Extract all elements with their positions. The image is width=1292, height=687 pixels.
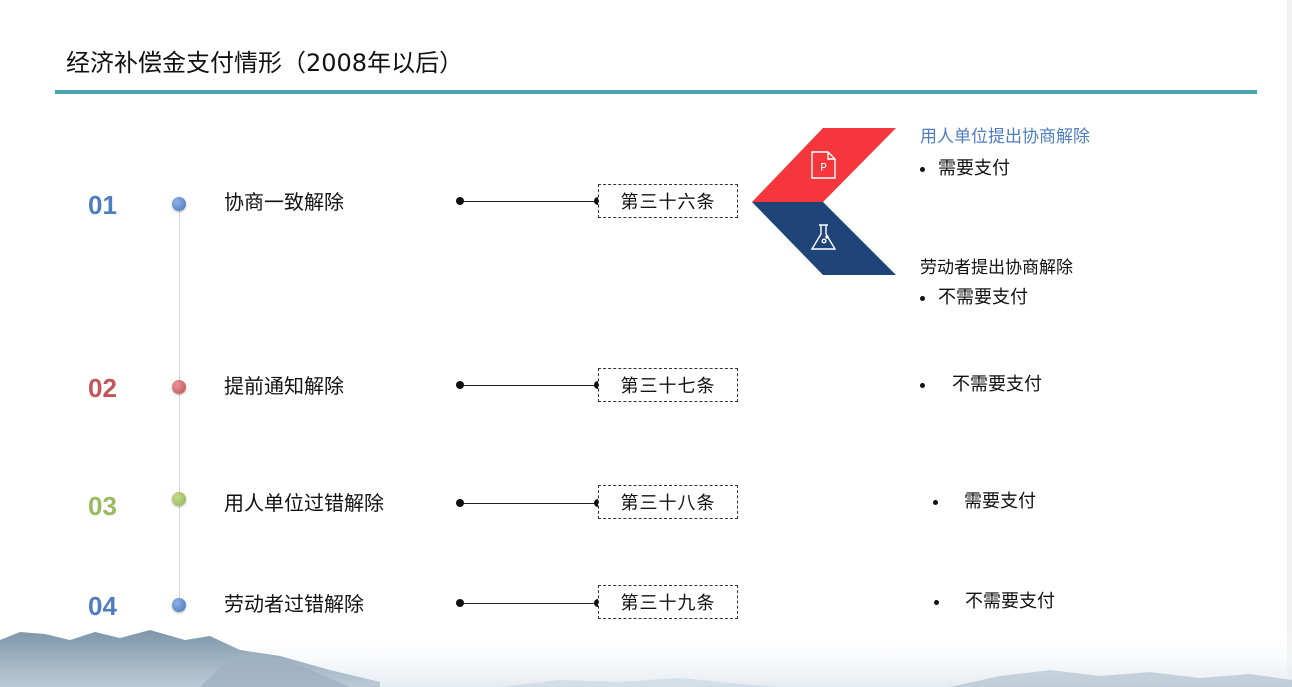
timeline-dot-2: [172, 380, 186, 394]
payment-text: 不需要支付: [952, 374, 1042, 395]
connector-line-1: [460, 201, 598, 202]
bullet-dot: [920, 382, 925, 388]
article-box-3: 第三十八条: [598, 485, 738, 519]
row-number-1: 01: [88, 190, 117, 220]
title-underline: [55, 90, 1257, 94]
document-icon: P: [811, 151, 836, 179]
timeline-dot-1: [172, 197, 186, 211]
bullet-dot: [933, 499, 938, 505]
payment-text: 不需要支付: [938, 287, 1028, 308]
connector-start-dot-2: [456, 381, 464, 389]
article-box-1: 第三十六条: [598, 184, 738, 218]
bullet-dot: [920, 295, 925, 301]
mountain-scenery: [0, 630, 1292, 687]
row-label-2: 提前通知解除: [224, 374, 344, 398]
connector-line-4: [460, 603, 598, 604]
row-number-2: 02: [88, 373, 117, 403]
row-label-3: 用人单位过错解除: [224, 491, 384, 515]
article-box-4: 第三十九条: [598, 585, 738, 619]
row-3-payment: 需要支付: [933, 490, 1036, 514]
bullet-dot: [934, 599, 939, 605]
article-box-2: 第三十七条: [598, 368, 738, 402]
row-number-3: 03: [88, 491, 117, 521]
connector-start-dot-1: [456, 197, 464, 205]
connector-line-2: [460, 385, 598, 386]
flask-icon: [810, 224, 837, 250]
payment-text: 需要支付: [938, 158, 1010, 179]
row-4-payment: 不需要支付: [934, 590, 1055, 614]
employer-negotiation-payment: 需要支付: [920, 157, 1010, 181]
slide-right-edge: [1287, 0, 1292, 687]
employee-negotiation-heading: 劳动者提出协商解除: [920, 258, 1073, 278]
payment-text: 不需要支付: [965, 591, 1055, 612]
timeline-dot-3: [172, 492, 186, 506]
employee-negotiation-payment: 不需要支付: [920, 286, 1028, 310]
connector-start-dot-3: [456, 499, 464, 507]
chevron-employer-segment: [752, 128, 896, 202]
row-label-4: 劳动者过错解除: [224, 592, 364, 616]
bullet-dot: [920, 166, 925, 172]
svg-text:P: P: [820, 161, 827, 174]
connector-line-3: [460, 503, 598, 504]
row-number-4: 04: [88, 591, 117, 621]
page-title: 经济补偿金支付情形（2008年以后）: [66, 49, 464, 77]
row-label-1: 协商一致解除: [224, 190, 344, 214]
connector-start-dot-4: [456, 599, 464, 607]
payment-text: 需要支付: [964, 491, 1036, 512]
negotiation-chevron: P: [752, 128, 896, 275]
chevron-employee-segment: [752, 202, 896, 275]
timeline-line: [178, 205, 180, 605]
employer-negotiation-heading: 用人单位提出协商解除: [920, 127, 1090, 147]
timeline-dot-4: [172, 598, 186, 612]
row-2-payment: 不需要支付: [920, 373, 1042, 397]
